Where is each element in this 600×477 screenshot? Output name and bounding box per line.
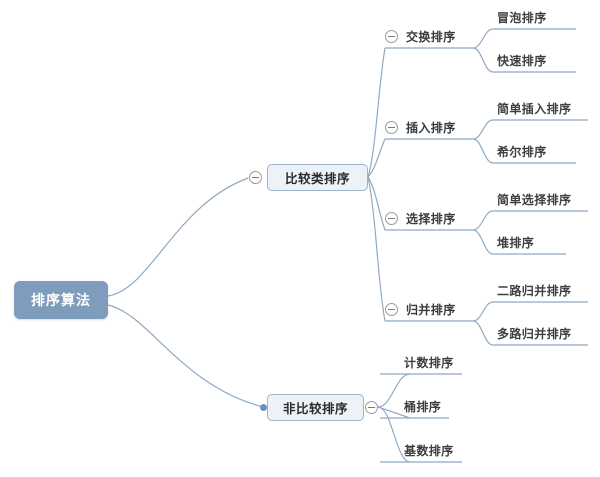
line-comparison-to-merge: [367, 176, 386, 322]
line-exchange-to-bubble: [472, 28, 494, 49]
line-merge-to-multi-way: [472, 320, 494, 346]
line-merge-to-two-way: [472, 301, 494, 322]
node-comparison-sort[interactable]: 比较类排序: [267, 164, 368, 191]
node-counting-sort[interactable]: 计数排序: [404, 356, 454, 370]
node-radix-sort[interactable]: 基数排序: [404, 444, 454, 458]
collapse-icon-exchange[interactable]: [385, 30, 398, 43]
node-insertion-sort[interactable]: 插入排序: [406, 121, 456, 135]
node-shell-sort[interactable]: 希尔排序: [497, 145, 547, 159]
line-comparison-to-selection: [367, 176, 386, 231]
connector-dot-noncomparison: [260, 404, 267, 411]
collapse-icon-insertion[interactable]: [385, 121, 398, 134]
collapse-icon-noncomparison[interactable]: [365, 401, 378, 414]
node-selection-sort[interactable]: 选择排序: [406, 212, 456, 226]
line-insertion-to-simple-insertion: [472, 119, 494, 140]
line-noncomparison-to-bucket: [377, 406, 411, 419]
node-noncomparison-sort[interactable]: 非比较排序: [267, 394, 364, 421]
root-node[interactable]: 排序算法: [14, 281, 108, 319]
node-exchange-sort[interactable]: 交换排序: [406, 30, 456, 44]
line-insertion-to-shell: [472, 138, 494, 164]
collapse-icon-selection[interactable]: [385, 212, 398, 225]
node-merge-sort[interactable]: 归并排序: [406, 303, 456, 317]
line-root-to-comparison: [107, 177, 249, 297]
line-noncomparison-to-radix: [377, 406, 411, 463]
node-quick-sort[interactable]: 快速排序: [497, 54, 547, 68]
node-multi-way-merge-sort[interactable]: 多路归并排序: [497, 327, 572, 341]
line-comparison-to-exchange: [367, 47, 386, 178]
collapse-icon-comparison[interactable]: [249, 171, 262, 184]
line-exchange-to-quick: [472, 47, 494, 73]
line-root-to-noncomparison: [107, 304, 264, 408]
node-heap-sort[interactable]: 堆排序: [497, 236, 535, 250]
collapse-icon-merge[interactable]: [385, 303, 398, 316]
node-simple-insertion-sort[interactable]: 简单插入排序: [497, 102, 572, 116]
line-selection-to-heap: [472, 229, 494, 255]
node-simple-selection-sort[interactable]: 简单选择排序: [497, 193, 572, 207]
line-selection-to-simple-selection: [472, 210, 494, 231]
node-two-way-merge-sort[interactable]: 二路归并排序: [497, 284, 572, 298]
line-comparison-to-insertion: [367, 138, 386, 178]
node-bucket-sort[interactable]: 桶排序: [404, 400, 442, 414]
line-noncomparison-to-counting: [377, 373, 411, 408]
node-bubble-sort[interactable]: 冒泡排序: [497, 11, 547, 25]
